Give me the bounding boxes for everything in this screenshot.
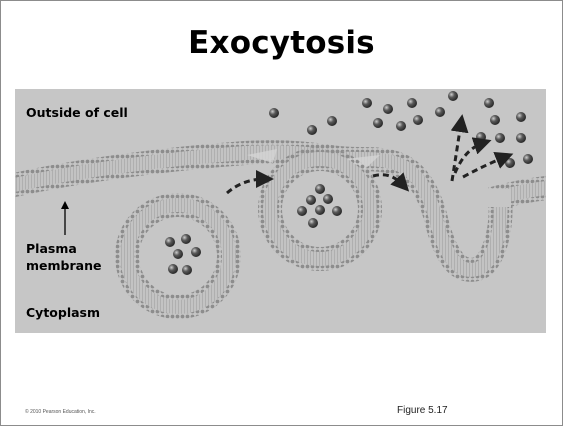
label-outside-of-cell: Outside of cell (26, 105, 128, 120)
exocytosis-diagram: Outside of cell Plasma membrane Cytoplas… (15, 89, 546, 333)
slide-title: Exocytosis (1, 25, 562, 61)
label-membrane: membrane (26, 258, 101, 273)
copyright-notice: © 2010 Pearson Education, Inc. (25, 409, 96, 415)
label-plasma: Plasma (26, 241, 77, 256)
label-cytoplasm: Cytoplasm (26, 305, 100, 320)
figure-reference: Figure 5.17 (397, 405, 448, 416)
